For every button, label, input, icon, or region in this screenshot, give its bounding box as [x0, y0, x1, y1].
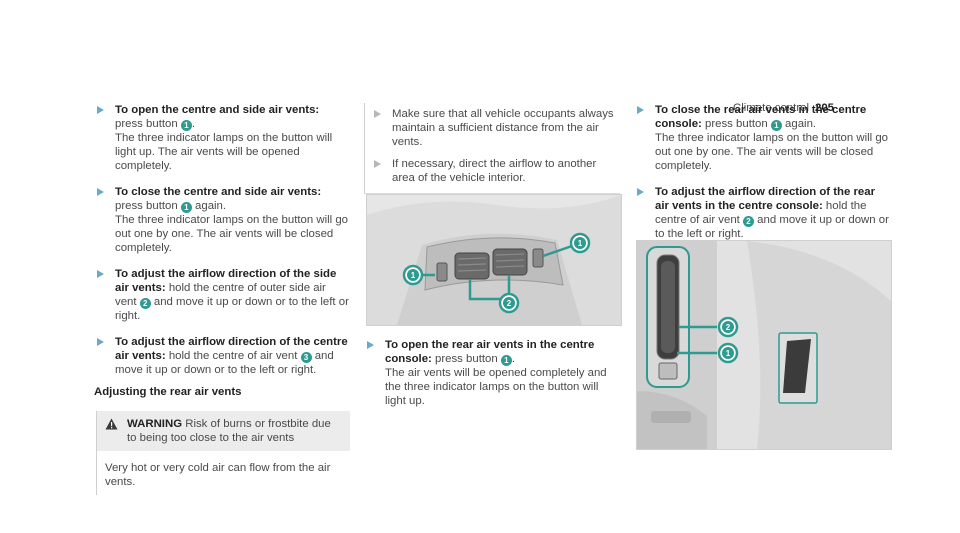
note-direct-airflow: If necessary, direct the airflow to anot…: [371, 157, 620, 185]
figure-callout-2: 2: [507, 299, 512, 308]
step-close-centre-side-vents: To close the centre and side air vents: …: [94, 185, 350, 255]
column-2-lower: To open the rear air vents in the centre…: [364, 338, 620, 420]
step-adjust-centre-vents: To adjust the airflow direction of the c…: [94, 335, 350, 377]
section-title: Climate control: [733, 102, 809, 114]
warning-notes: Make sure that all vehicle occupants alw…: [364, 103, 620, 194]
step-arrow-icon: [367, 341, 374, 349]
step-arrow-icon: [97, 188, 104, 196]
step-open-centre-side-vents: To open the centre and side air vents: p…: [94, 103, 350, 173]
rear-console-vents-illustration: 1 1 2: [367, 195, 621, 325]
page-number: 205: [814, 102, 834, 114]
step-arrow-icon: [97, 270, 104, 278]
callout-2: 2: [139, 298, 151, 309]
figure-callout-2: 2: [726, 323, 731, 332]
callout-3: 3: [300, 352, 312, 363]
step-adjust-rear-vents: To adjust the airflow direction of the r…: [634, 185, 890, 241]
section-subheading: Adjusting the rear air vents: [94, 386, 242, 398]
callout-1: 1: [180, 120, 192, 131]
step-arrow-icon: [637, 188, 644, 196]
page-header: Climate control 205: [733, 101, 834, 115]
rear-vents-photo: 1 1 2: [366, 194, 622, 326]
step-adjust-side-vents: To adjust the airflow direction of the s…: [94, 267, 350, 323]
step-arrow-icon: [374, 160, 381, 168]
column-3: To close the rear air vents in the centr…: [634, 103, 890, 253]
callout-1: 1: [180, 202, 192, 213]
figure-callout-1: 1: [726, 349, 731, 358]
column-1: To open the centre and side air vents: p…: [94, 103, 350, 495]
warning-label: WARNING: [127, 418, 183, 430]
step-arrow-icon: [374, 110, 381, 118]
callout-1: 1: [500, 355, 512, 366]
warning-icon: [105, 418, 118, 430]
step-arrow-icon: [97, 338, 104, 346]
warning-box: WARNING Risk of burns or frostbite due t…: [96, 411, 350, 495]
step-open-rear-vents: To open the rear air vents in the centre…: [364, 338, 620, 408]
warning-body: Very hot or very cold air can flow from …: [105, 462, 331, 488]
step-arrow-icon: [637, 106, 644, 114]
figure-callout-1: 1: [411, 271, 416, 280]
figure-callout-1: 1: [578, 239, 583, 248]
callout-1: 1: [770, 120, 782, 131]
callout-2: 2: [743, 216, 755, 227]
note-keep-distance: Make sure that all vehicle occupants alw…: [371, 107, 620, 149]
pillar-vent-photo: 2 1: [636, 240, 892, 450]
b-pillar-vent-illustration: 2 1: [637, 241, 891, 449]
step-arrow-icon: [97, 106, 104, 114]
column-2: Make sure that all vehicle occupants alw…: [364, 103, 620, 194]
step-close-rear-vents: To close the rear air vents in the centr…: [634, 103, 890, 173]
